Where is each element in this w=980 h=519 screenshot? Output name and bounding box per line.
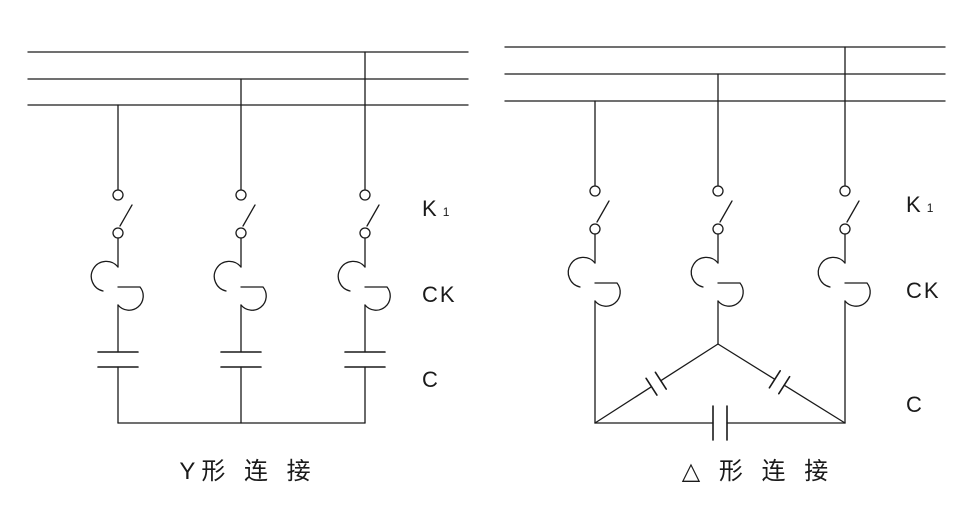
left-switch-label-main: K [422,196,439,221]
right-switch-2-blade [719,200,733,223]
right-switch-label-main: K [906,192,923,217]
left-switch-1-top-contact [112,189,124,201]
left-switch-1-bottom-contact [112,227,124,239]
left-busbars [27,51,469,106]
left-reactor-2 [213,260,267,311]
right-caption: △ 形 连 接 [682,458,834,485]
right-switch-1-blade [596,200,610,223]
left-switch-label-subscript: 1 [443,205,452,219]
left-reactor-3 [337,260,391,311]
right-branch-3 [817,46,871,424]
left-caption: Y形 连 接 [179,458,316,485]
right-busbars [504,46,946,102]
left-capacitor-label: C [422,367,440,392]
delta-capacitor-left-plate-a [645,377,658,396]
right-branch-2 [690,73,744,345]
left-reactor-1 [90,260,144,311]
delta-capacitor-left-wire-a [594,386,653,424]
right-switch-2-top-contact [712,185,724,197]
left-switch-2-top-contact [235,189,247,201]
left-switch-2-bottom-contact [235,227,247,239]
left-switch-3-blade [366,204,380,227]
right-switch-3-blade [846,200,860,223]
right-capacitor-label: C [906,392,924,417]
right-reactor-3 [817,256,871,307]
right-reactor-2 [690,256,744,307]
left-switch-3-top-contact [359,189,371,201]
right-switch-3-bottom-contact [839,223,851,235]
delta-capacitor-right [717,343,846,424]
delta-capacitor-bottom [594,405,846,441]
left-reactor-label: CK [422,282,457,307]
left-switch-3-bottom-contact [359,227,371,239]
delta-capacitor-right-plate-a [768,369,782,389]
left-branch-1 [90,104,144,424]
right-switch-2-bottom-contact [712,223,724,235]
right-switch-1-top-contact [589,185,601,197]
right-switch-1-bottom-contact [589,223,601,235]
left-switch-2-blade [242,204,256,227]
right-switch-label-subscript: 1 [927,201,936,215]
right-reactor-label: CK [906,278,941,303]
left-branch-2 [213,78,267,424]
left-switch-1-blade [119,204,133,227]
delta-capacitor-right-wire-b [783,384,846,424]
delta-capacitor-right-wire-a [717,343,776,380]
left-branch-3 [337,51,391,424]
delta-capacitor-left [594,343,719,424]
right-switch-3-top-contact [839,185,851,197]
right-reactor-1 [567,256,621,307]
right-branch-1 [567,100,621,424]
delta-capacitor-left-wire-b [660,343,719,382]
